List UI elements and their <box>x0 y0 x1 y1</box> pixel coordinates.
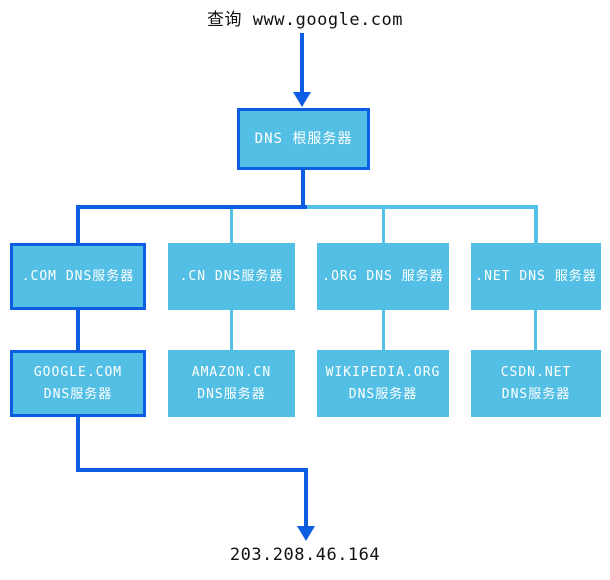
node-auth-amazon-line2: DNS服务器 <box>197 386 266 402</box>
connector-com-to-google <box>76 309 80 351</box>
node-tld-com: .COM DNS服务器 <box>10 243 146 310</box>
node-dns-root-label: DNS 根服务器 <box>254 131 353 147</box>
result-ip-label: 203.208.46.164 <box>229 545 381 565</box>
node-auth-amazon-line1: AMAZON.CN <box>191 364 272 380</box>
node-tld-org-label: .ORG DNS 服务器 <box>322 268 444 284</box>
connector-bus-right-light <box>307 205 538 209</box>
connector-bus-to-com <box>76 205 80 243</box>
connector-org-to-wikipedia <box>382 309 385 351</box>
node-tld-cn: .CN DNS服务器 <box>168 243 295 310</box>
node-tld-net-label: .NET DNS 服务器 <box>475 268 597 284</box>
node-auth-wikipedia-line2: DNS服务器 <box>348 386 418 402</box>
connector-bus-left-dark <box>76 205 307 209</box>
node-tld-com-label: .COM DNS服务器 <box>21 268 135 284</box>
arrow-query-to-root-head <box>293 92 311 107</box>
query-caption: 查询 www.google.com <box>206 10 404 30</box>
node-dns-root: DNS 根服务器 <box>237 108 370 170</box>
arrow-google-to-ip-segment3 <box>304 468 308 527</box>
node-auth-csdn-line1: CSDN.NET <box>500 364 572 380</box>
connector-bus-to-cn <box>230 209 233 244</box>
connector-net-to-csdn <box>534 309 537 351</box>
arrow-google-to-ip-segment1 <box>76 416 80 472</box>
connector-cn-to-amazon <box>230 309 233 351</box>
node-auth-csdn: CSDN.NET DNS服务器 <box>471 350 601 417</box>
node-tld-org: .ORG DNS 服务器 <box>317 243 449 310</box>
node-tld-cn-label: .CN DNS服务器 <box>179 268 284 284</box>
node-auth-amazon: AMAZON.CN DNS服务器 <box>168 350 295 417</box>
connector-bus-to-net <box>534 205 538 244</box>
arrow-google-to-ip-head <box>297 526 315 541</box>
node-auth-google-line2: DNS服务器 <box>43 386 113 402</box>
connector-bus-to-org <box>382 209 385 244</box>
arrow-google-to-ip-segment2 <box>76 468 308 472</box>
arrow-query-to-root-line <box>300 33 304 93</box>
node-auth-google: GOOGLE.COM DNS服务器 <box>10 350 146 417</box>
node-auth-wikipedia: WIKIPEDIA.ORG DNS服务器 <box>317 350 449 417</box>
node-auth-csdn-line2: DNS服务器 <box>501 386 571 402</box>
node-auth-google-line1: GOOGLE.COM <box>33 364 123 380</box>
node-tld-net: .NET DNS 服务器 <box>471 243 601 310</box>
connector-root-stem <box>301 170 305 209</box>
node-auth-wikipedia-line1: WIKIPEDIA.ORG <box>325 364 441 380</box>
